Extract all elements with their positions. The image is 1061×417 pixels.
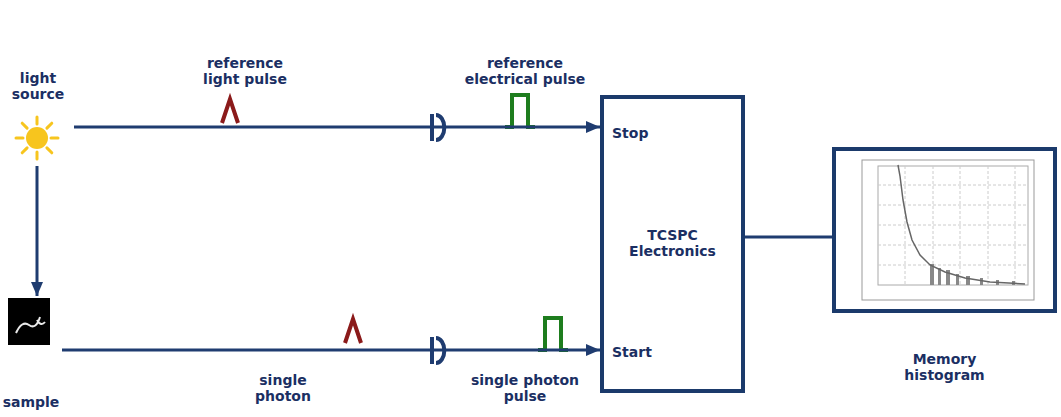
pulse-label: single photon [240,372,326,404]
node-text: Stop [612,125,732,141]
node-text: Memory histogram [882,351,1007,383]
light-pulse-symbol [222,99,361,343]
sun-icon [16,117,58,159]
tcspc-box: StopTCSPC ElectronicsStart [600,95,745,393]
sample-image [8,298,50,345]
node-text: TCSPC Electronics [608,227,737,259]
electrical-pulse-symbol [505,95,568,350]
pulse-label: reference light pulse [190,55,300,87]
connector [36,166,39,296]
node-text: sample [0,394,62,410]
sample: sample [0,296,62,412]
histogram-box: Memory histogram [832,147,1057,313]
connector [745,236,832,239]
pulse-label: reference electrical pulse [455,55,595,87]
pulse-label: single photon pulse [465,372,585,404]
detector-symbol [432,114,444,364]
connector [62,349,600,352]
node-text: Start [612,344,732,360]
histogram-plot [862,160,1034,300]
light-source: light source [2,70,74,166]
node-text: light source [2,70,74,102]
connector [74,126,600,129]
